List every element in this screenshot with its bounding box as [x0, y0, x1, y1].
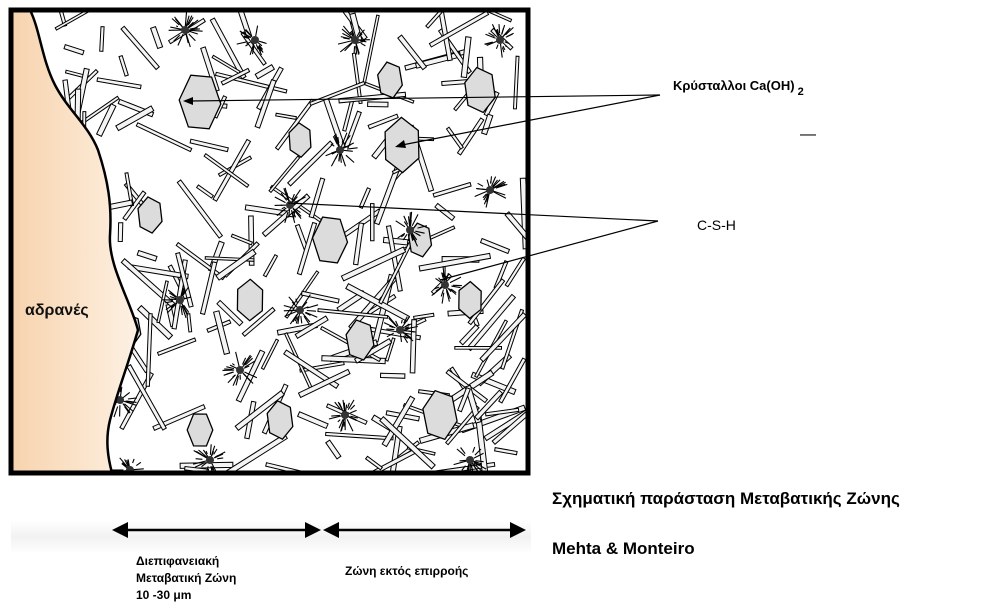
itz-label-line-1: Διεπιφανειακή	[136, 553, 236, 570]
itz-zone-label: Διεπιφανειακή Μεταβατική Ζώνη 10 -30 μm	[136, 553, 236, 604]
csh-fiber	[339, 154, 340, 162]
figure-caption: Σχηματική παράσταση Μεταβατικής Ζώνης	[552, 489, 900, 509]
csh-fiber	[354, 46, 355, 53]
itz-label-line-3: 10 -30 μm	[136, 587, 236, 604]
csh-fiber	[134, 475, 140, 484]
csh-core	[441, 281, 449, 289]
bulk-zone-label: Ζώνη εκτός επιρροής	[345, 564, 468, 578]
csh-fiber	[402, 320, 403, 323]
csh-fiber	[126, 476, 128, 480]
csh-core	[251, 36, 259, 44]
csh-fiber	[505, 46, 506, 47]
csh-core	[351, 36, 359, 44]
dash-mark: —	[800, 126, 816, 144]
csh-core	[406, 226, 414, 234]
csh-core	[396, 326, 404, 334]
csh-core	[236, 366, 244, 374]
figure-credit: Mehta & Monteiro	[552, 539, 695, 559]
csh-core	[181, 26, 189, 34]
needle-crystal	[118, 223, 123, 242]
needle-crystal	[381, 373, 405, 378]
csh-core	[486, 186, 494, 194]
needle-crystal	[100, 27, 104, 52]
ch-crystals-subscript: 2	[798, 86, 804, 98]
csh-core	[206, 456, 214, 464]
csh-core	[286, 201, 294, 209]
csh-fiber	[196, 459, 203, 460]
csh-core	[466, 456, 474, 464]
csh-core	[496, 36, 504, 44]
csh-fiber	[284, 310, 297, 311]
ch-crystal	[187, 414, 213, 446]
ch-crystals-text: Κρύσταλλοι Ca(OH)	[673, 78, 795, 93]
csh-core	[341, 411, 349, 419]
csh-fiber	[118, 476, 125, 485]
csh-core	[336, 146, 344, 154]
itz-label-line-2: Μεταβατική Ζώνη	[136, 570, 236, 587]
scale-band	[11, 520, 531, 554]
csh-fiber	[386, 329, 394, 330]
csh-fiber	[134, 476, 140, 485]
needle-crystal	[368, 102, 388, 107]
aggregate-label: αδρανές	[25, 302, 89, 320]
csh-core	[296, 306, 304, 314]
csh-fiber	[176, 26, 178, 27]
csh-fiber	[307, 311, 316, 312]
csh-fiber	[191, 29, 200, 30]
needle-crystal	[371, 204, 375, 241]
csh-core	[176, 296, 184, 304]
ch-crystals-label: Κρύσταλλοι Ca(OH)2	[673, 78, 804, 93]
csh-fiber	[224, 369, 232, 370]
csh-fiber	[499, 24, 500, 33]
csh-label: C-S-H	[697, 217, 736, 233]
